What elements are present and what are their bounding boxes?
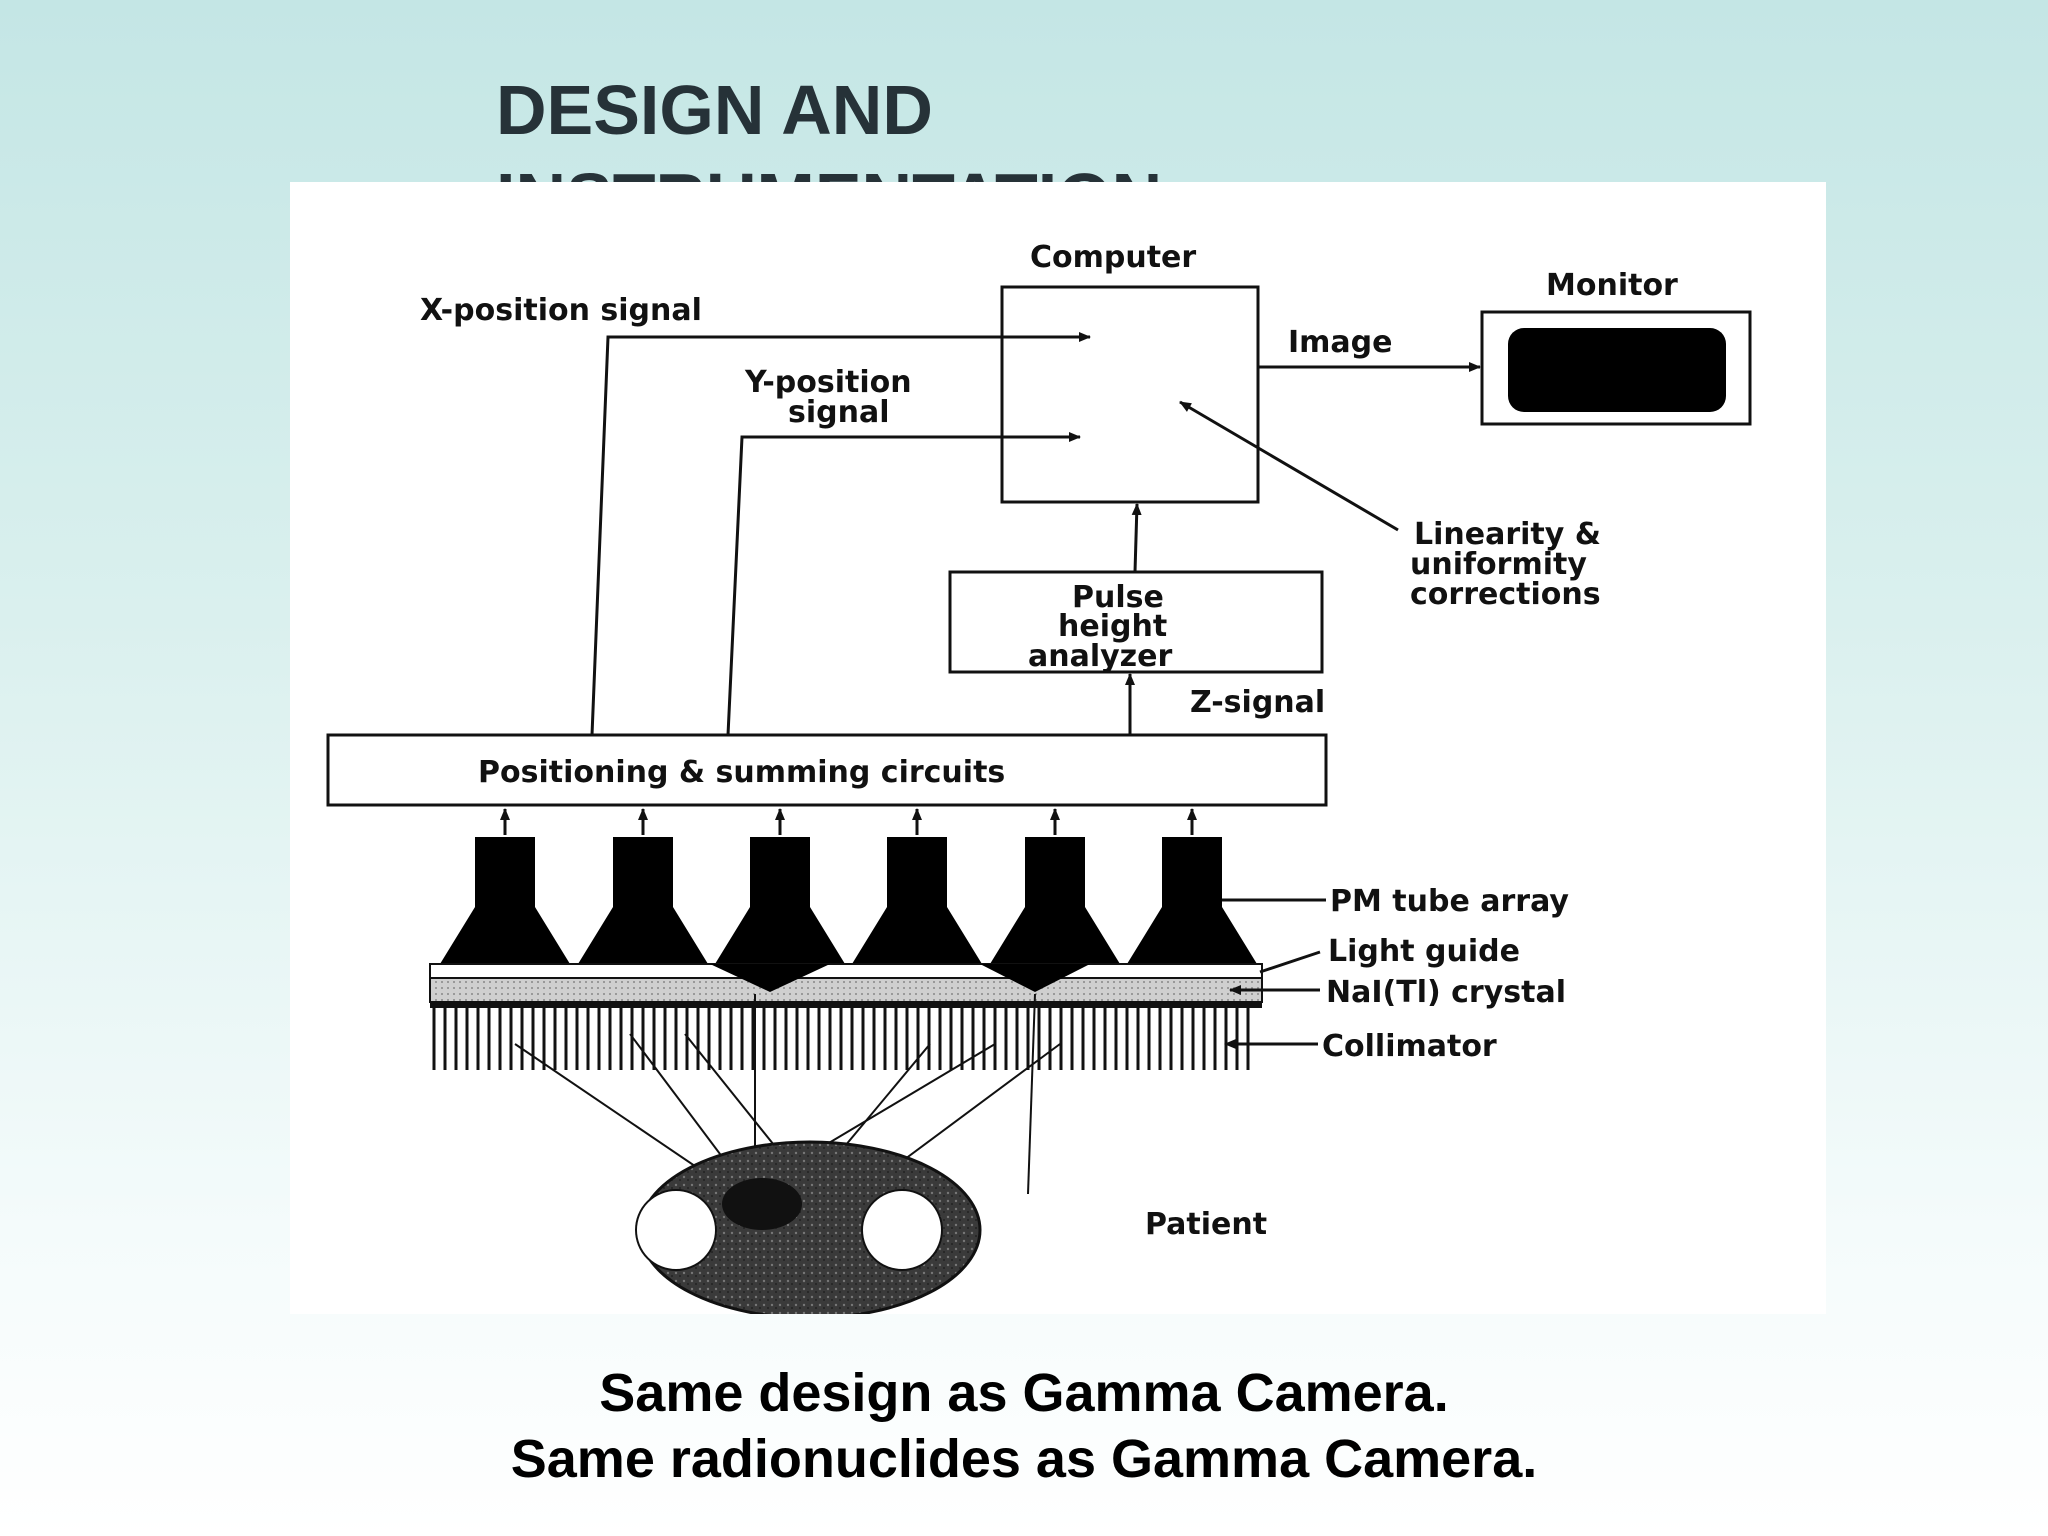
computer-box <box>1000 285 1260 504</box>
caption-line-2: Same radionuclides as Gamma Camera. <box>510 1429 1538 1489</box>
corrections-label-1: Linearity & <box>1414 517 1601 552</box>
positioning-circuits-box <box>326 733 1328 807</box>
monitor-screen <box>1508 328 1726 412</box>
pm-tube-label: PM tube array <box>1330 884 1569 919</box>
corrections-arrow <box>1179 400 1399 532</box>
x-signal-line <box>590 332 1091 736</box>
corrections-label-3: corrections <box>1410 577 1601 612</box>
light-guide-leader <box>1259 950 1321 974</box>
z-signal-label: Z-signal <box>1190 685 1325 720</box>
light-guide <box>429 963 1263 979</box>
x-signal-label: X-position signal <box>420 293 702 328</box>
diagram-svg: Computer Monitor Image X-position signal… <box>326 240 1752 1314</box>
image-label: Image <box>1288 325 1393 360</box>
gamma-camera-diagram: Computer Monitor Image X-position signal… <box>290 182 1826 1314</box>
pha-to-computer-arrow <box>1131 503 1142 573</box>
collimator-label: Collimator <box>1322 1029 1497 1064</box>
light-guide-label: Light guide <box>1328 934 1520 969</box>
title-line-1: DESIGN AND <box>496 71 933 149</box>
light-cone-1 <box>710 964 830 992</box>
corrections-label-2: uniformity <box>1410 547 1587 582</box>
collimator-septa <box>430 1002 1262 1070</box>
monitor-label: Monitor <box>1546 268 1678 303</box>
nai-crystal <box>429 977 1263 1003</box>
patient-label: Patient <box>1145 1207 1267 1242</box>
patient <box>635 1140 982 1314</box>
y-signal-label-1: Y-position <box>744 365 912 400</box>
computer-label: Computer <box>1030 240 1196 275</box>
y-signal-label-2: signal <box>788 395 890 430</box>
y-signal-line <box>726 432 1081 736</box>
positioning-label: Positioning & summing circuits <box>478 755 1005 790</box>
pm-tube-array <box>440 808 1257 964</box>
pha-label-2: height <box>1058 609 1167 644</box>
crystal-label: NaI(Tl) crystal <box>1326 975 1566 1010</box>
light-cone-2 <box>980 964 1090 992</box>
monitor-box <box>1480 310 1752 426</box>
pha-label-1: Pulse <box>1072 580 1164 615</box>
pha-label-3: analyzer <box>1028 639 1172 674</box>
caption-line-1: Same design as Gamma Camera. <box>599 1363 1449 1423</box>
